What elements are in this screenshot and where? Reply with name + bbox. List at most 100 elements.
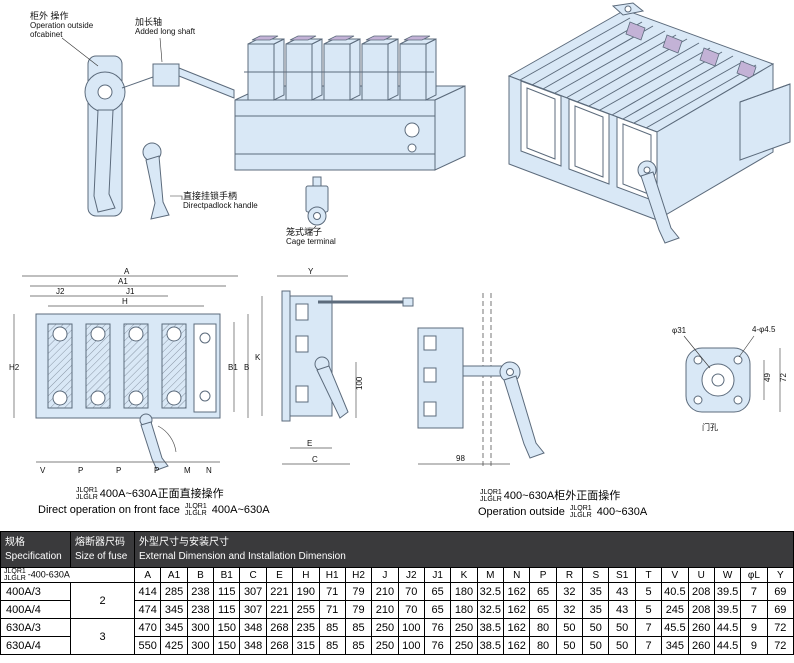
dim-value-cell: 208 bbox=[687, 600, 715, 619]
dim-value-cell: 85 bbox=[344, 618, 373, 637]
iso-drawing-front-operation bbox=[61, 35, 466, 233]
dim-column-header: U bbox=[687, 567, 715, 583]
fuse-size-cell: 2 bbox=[70, 582, 135, 619]
dim-value-cell: 69 bbox=[766, 582, 794, 601]
dim-value-cell: 39.5 bbox=[713, 600, 742, 619]
dim-98: 98 bbox=[456, 454, 465, 463]
dim-value-cell: 7 bbox=[740, 600, 768, 619]
caption-left-model2: JLGLR bbox=[76, 494, 98, 502]
dim-value-cell: 238 bbox=[186, 582, 215, 601]
caption-right-model1-en: JLQR1 bbox=[569, 505, 592, 512]
dim-column-header: N bbox=[503, 567, 531, 583]
dim-N: N bbox=[206, 466, 212, 475]
dim-value-cell: 300 bbox=[186, 636, 215, 655]
dim-B: B bbox=[244, 363, 249, 372]
dim-column-header: J2 bbox=[397, 567, 425, 583]
dim-value-cell: 255 bbox=[292, 600, 320, 619]
dim-value-cell: 345 bbox=[661, 636, 689, 655]
dim-value-cell: 250 bbox=[371, 618, 399, 637]
dim-value-cell: 250 bbox=[450, 636, 478, 655]
spec-cell: 630A/3 bbox=[0, 618, 71, 637]
dim-value-cell: 5 bbox=[634, 582, 663, 601]
dim-column-header: φL bbox=[740, 567, 768, 583]
label-door-hole: 门孔 bbox=[702, 422, 718, 432]
dim-E: E bbox=[307, 439, 312, 448]
spec-cell: 400A/3 bbox=[0, 582, 71, 601]
dim-C: C bbox=[312, 455, 318, 464]
dim-value-cell: 65 bbox=[529, 582, 557, 601]
dim-value-cell: 9 bbox=[740, 618, 768, 637]
dim-value-cell: 162 bbox=[503, 618, 531, 637]
dim-value-cell: 32 bbox=[555, 582, 584, 601]
dim-value-cell: 180 bbox=[450, 600, 478, 619]
dim-value-cell: 550 bbox=[133, 636, 162, 655]
dim-column-header: H1 bbox=[318, 567, 346, 583]
label-padlock-handle: 直接挂锁手柄 Directpadlock handle bbox=[183, 191, 258, 211]
caption-right-model2-en: JLGLR bbox=[569, 512, 592, 519]
dim-value-cell: 210 bbox=[371, 600, 399, 619]
dim-value-cell: 348 bbox=[239, 636, 267, 655]
dim-value-cell: 300 bbox=[186, 618, 215, 637]
table-header-row: 规格 Specification 熔断器尺码 Size of fuse 外型尺寸… bbox=[0, 531, 794, 568]
fuse-size-cell: 3 bbox=[70, 618, 135, 655]
dim-value-cell: 76 bbox=[423, 636, 452, 655]
dimension-header-en: External Dimension and Installation Dime… bbox=[139, 550, 346, 562]
dim-value-cell: 70 bbox=[397, 582, 425, 601]
dim-value-cell: 39.5 bbox=[713, 582, 742, 601]
dim-column-header: M bbox=[476, 567, 505, 583]
dim-value-cell: 32.5 bbox=[476, 600, 505, 619]
dim-column-header: B bbox=[186, 567, 215, 583]
dim-value-cell: 40.5 bbox=[661, 582, 689, 601]
fuse-header-en: Size of fuse bbox=[75, 550, 128, 562]
dim-column-header: H bbox=[292, 567, 320, 583]
caption-left-models: JLQR1 JLGLR bbox=[76, 487, 98, 501]
spec-cell: 630A/4 bbox=[0, 636, 71, 655]
label-padlock-handle-cn: 直接挂锁手柄 bbox=[183, 191, 238, 201]
series-model1: JLQR1 bbox=[4, 568, 26, 576]
caption-left-cn: 400A~630A正面直接操作 bbox=[99, 488, 224, 500]
dim-value-cell: 180 bbox=[450, 582, 478, 601]
dim-value-cell: 221 bbox=[265, 600, 294, 619]
spec-header-en: Specification bbox=[5, 550, 62, 562]
series-range: -400-630A bbox=[27, 569, 70, 580]
dim-value-cell: 72 bbox=[766, 636, 794, 655]
dim-value-cell: 65 bbox=[423, 600, 452, 619]
dim-value-cell: 260 bbox=[687, 636, 715, 655]
dim-4-phi45: 4-φ4.5 bbox=[752, 325, 776, 334]
dim-value-cell: 65 bbox=[529, 600, 557, 619]
dim-column-header: B1 bbox=[213, 567, 241, 583]
dim-value-cell: 474 bbox=[133, 600, 162, 619]
dim-column-header: J1 bbox=[423, 567, 452, 583]
dim-value-cell: 85 bbox=[318, 618, 346, 637]
dim-value-cell: 50 bbox=[608, 636, 636, 655]
dim-value-cell: 250 bbox=[450, 618, 478, 637]
dim-P: P bbox=[154, 466, 159, 475]
spec-table: 规格 Specification 熔断器尺码 Size of fuse 外型尺寸… bbox=[0, 531, 794, 655]
dim-value-cell: 414 bbox=[133, 582, 162, 601]
dim-value-cell: 162 bbox=[503, 582, 531, 601]
dim-value-cell: 38.5 bbox=[476, 618, 505, 637]
dim-column-header: W bbox=[713, 567, 742, 583]
door-hole-detail-drawing: φ31 4-φ4.5 49 72 门孔 bbox=[672, 325, 788, 432]
dimension-header-cn: 外型尺寸与安装尺寸 bbox=[139, 536, 229, 548]
dimension-header: 外型尺寸与安装尺寸 External Dimension and Install… bbox=[134, 531, 794, 568]
series-cell: JLQR1 JLGLR -400-630A bbox=[0, 567, 135, 583]
dim-value-cell: 43 bbox=[608, 600, 636, 619]
dim-phi31: φ31 bbox=[672, 326, 687, 335]
dim-column-header: C bbox=[239, 567, 267, 583]
caption-right-cn: 400~630A柜外正面操作 bbox=[503, 490, 621, 502]
dim-V: V bbox=[40, 466, 46, 475]
dim-value-cell: 115 bbox=[213, 582, 241, 601]
caption-left-models-en: JLQR1 JLGLR bbox=[185, 503, 207, 517]
caption-left-model1: JLQR1 bbox=[76, 487, 98, 495]
label-added-long-shaft-en: Added long shaft bbox=[135, 27, 196, 36]
dim-value-cell: 210 bbox=[371, 582, 399, 601]
dim-column-header: J bbox=[371, 567, 399, 583]
label-operation-outside-cn: 柜外 操作 bbox=[30, 11, 69, 21]
series-models: JLQR1 JLGLR bbox=[4, 568, 26, 582]
dim-value-cell: 32.5 bbox=[476, 582, 505, 601]
caption-right-range: 400~630A bbox=[596, 505, 648, 518]
spec-cell: 400A/4 bbox=[0, 600, 71, 619]
